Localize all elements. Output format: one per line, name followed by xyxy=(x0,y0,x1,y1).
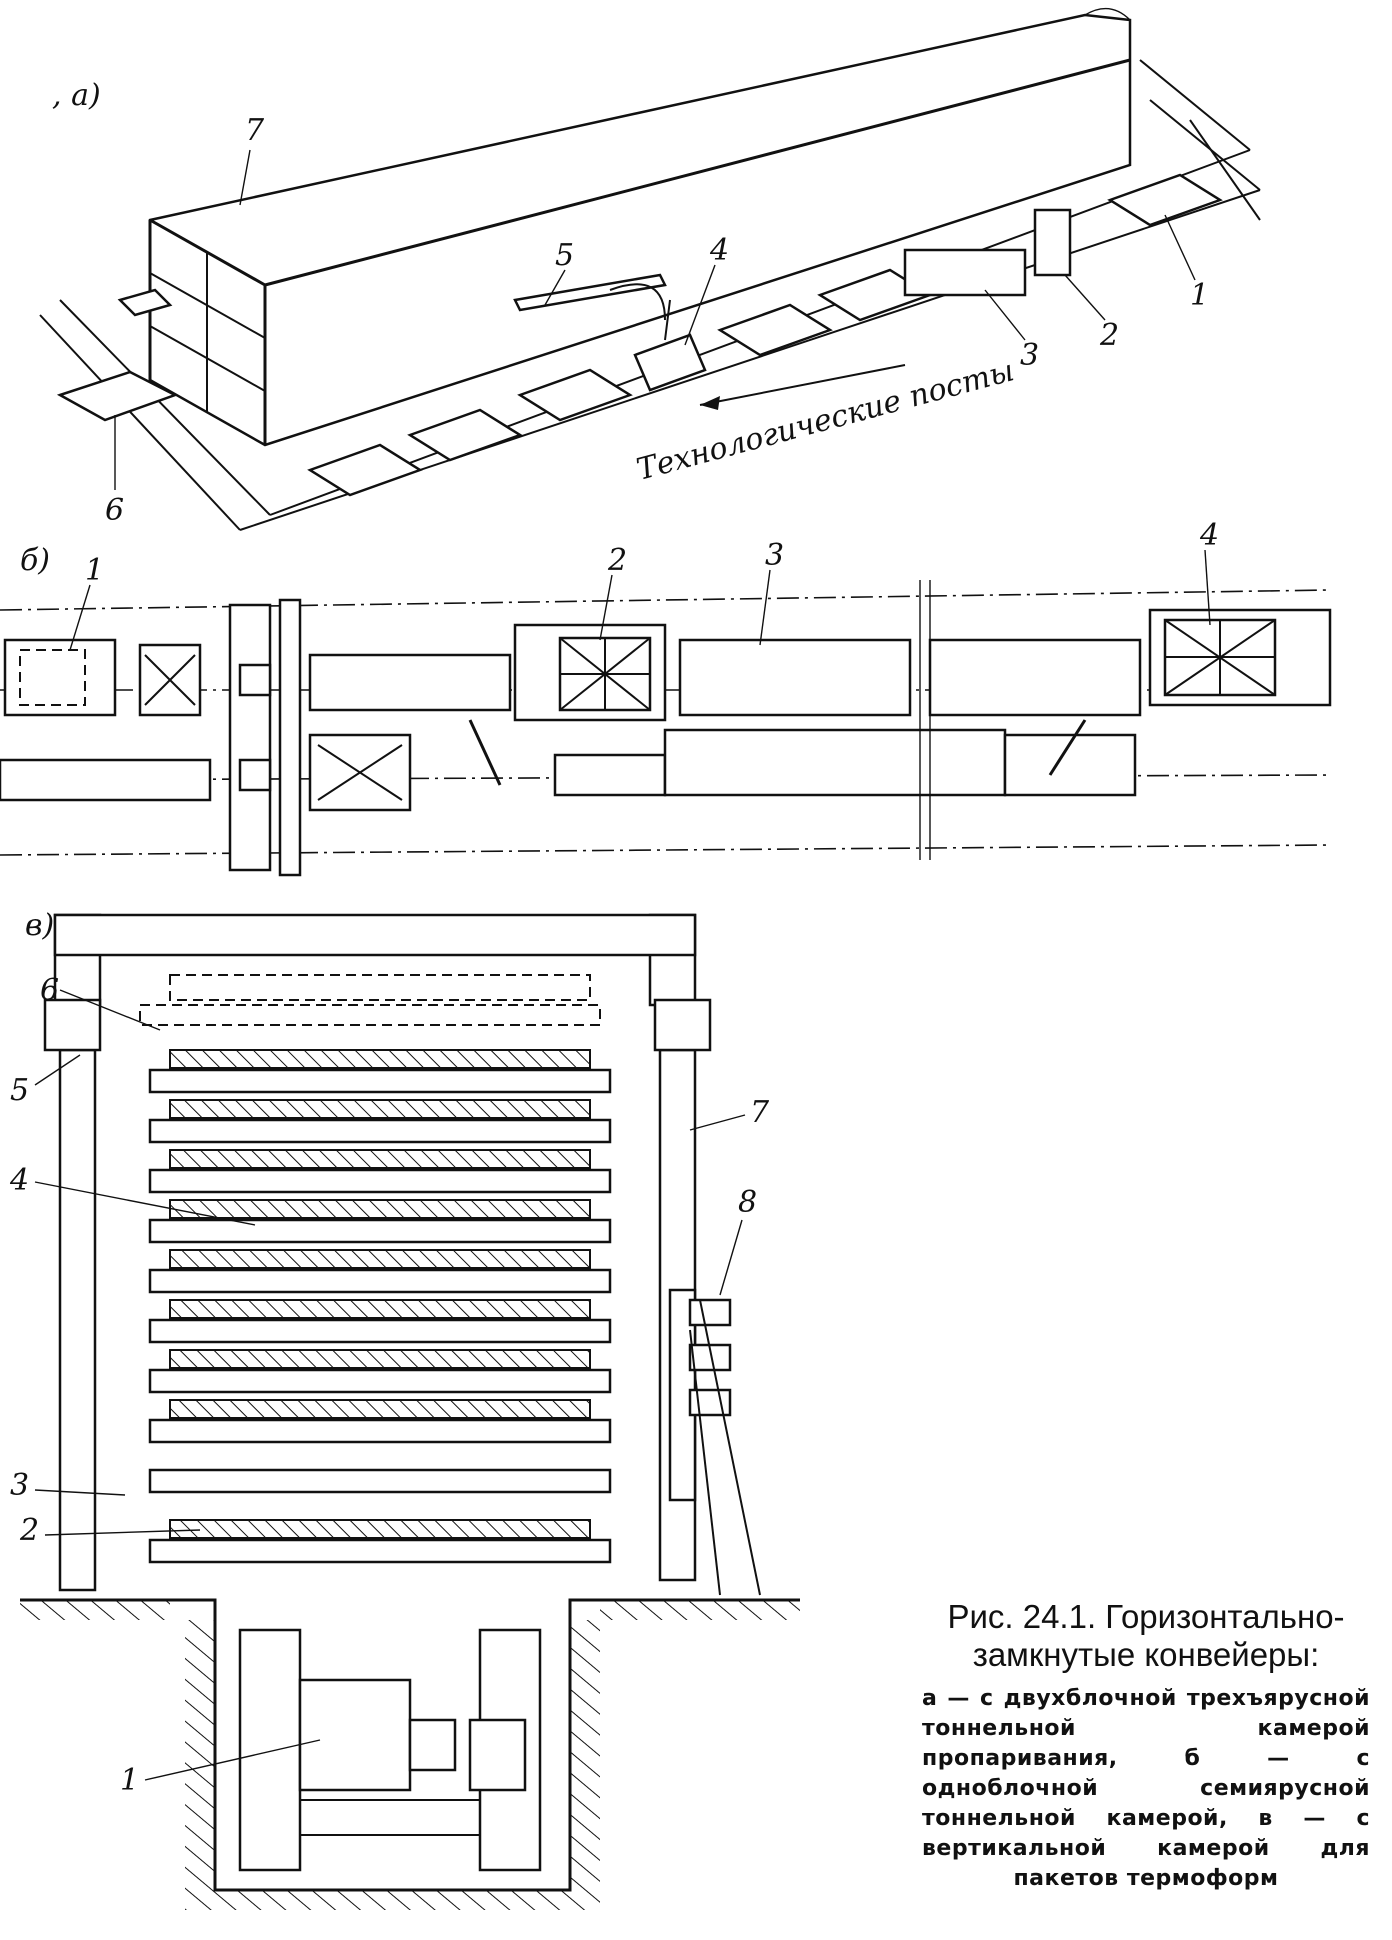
pit-drive-unit xyxy=(238,1628,542,1872)
callout-v-1: 1 xyxy=(120,1763,139,1798)
callout-a-1: 1 xyxy=(1190,278,1209,313)
callout-v-8: 8 xyxy=(738,1185,757,1220)
panel-v-label: в) xyxy=(25,908,54,943)
steaming-chamber-grids xyxy=(558,618,1277,712)
lower-conveyor-line xyxy=(0,719,1137,812)
lifting-mechanism xyxy=(668,1288,761,1596)
thermoform-stack xyxy=(148,1049,612,1564)
callout-v-6: 6 xyxy=(40,973,59,1008)
upper-conveyor-line xyxy=(3,608,1332,722)
callout-b-3: 3 xyxy=(765,538,784,573)
panel-a-label: , а) xyxy=(52,78,101,113)
callout-a-2: 2 xyxy=(1099,318,1119,353)
callout-b-2: 2 xyxy=(607,543,627,578)
caption-title: Рис. 24.1. Горизонтально- замкнутые конв… xyxy=(922,1598,1370,1674)
callout-a-3: 3 xyxy=(1020,338,1039,373)
callout-a-4: 4 xyxy=(709,233,729,268)
transfer-carts xyxy=(228,580,931,877)
callout-a-5: 5 xyxy=(555,238,574,273)
panel-v-vertical-chamber: в) 6 5 4 7 8 3 2 1 xyxy=(9,908,800,1910)
panel-b-label: б) xyxy=(20,543,50,578)
callout-v-5: 5 xyxy=(10,1073,29,1108)
callout-v-3: 3 xyxy=(10,1468,29,1503)
callout-a-6: 6 xyxy=(105,493,124,528)
caption-text: а — с двухблочной трехъярусной тоннельно… xyxy=(922,1686,1370,1891)
callout-v-2: 2 xyxy=(19,1513,39,1548)
callout-v-7: 7 xyxy=(750,1095,770,1130)
figure-caption: Рис. 24.1. Горизонтально- замкнутые конв… xyxy=(922,1598,1370,1894)
panel-a-isometric-view: , а) 7 5 4 3 2 1 6 Технологические посты xyxy=(39,7,1261,531)
callout-v-4: 4 xyxy=(9,1163,29,1198)
pallets-track xyxy=(56,173,1223,497)
callout-b-4: 4 xyxy=(1199,518,1219,553)
callout-a-7: 7 xyxy=(245,113,265,148)
upper-position-dashed xyxy=(139,974,601,1026)
callout-b-1: 1 xyxy=(85,553,104,588)
panel-b-plan-view: б) 1 2 3 4 xyxy=(0,518,1332,877)
caption-title-line2: замкнутые конвейеры: xyxy=(972,1636,1320,1673)
technological-posts xyxy=(513,208,1072,410)
caption-title-line1: Рис. 24.1. Горизонтально- xyxy=(947,1598,1345,1635)
